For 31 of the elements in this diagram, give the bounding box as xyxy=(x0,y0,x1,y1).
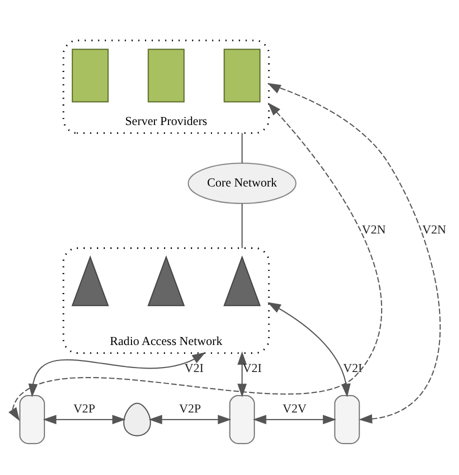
connector xyxy=(242,133,243,164)
node-ellipse: Core Network xyxy=(188,162,296,204)
cluster: Server Providers xyxy=(62,40,270,134)
edge-label: V2P xyxy=(73,402,96,416)
node-box xyxy=(19,394,45,444)
arrow xyxy=(267,82,441,424)
arrow xyxy=(252,414,336,424)
arrow xyxy=(28,352,206,398)
arrow xyxy=(267,302,351,398)
arrow xyxy=(42,414,126,424)
edge-label: V2I xyxy=(184,360,204,375)
node-box xyxy=(224,48,261,102)
edge-label: V2P xyxy=(179,402,201,416)
arrow xyxy=(8,102,382,421)
edge-label: V2I xyxy=(242,360,262,375)
picture xyxy=(147,255,185,306)
node-box xyxy=(148,48,185,102)
arrow xyxy=(148,414,232,424)
picture xyxy=(72,255,109,306)
edge-label: V2V xyxy=(282,402,306,416)
cluster: Radio Access Network xyxy=(62,247,270,354)
node-person xyxy=(123,402,151,436)
node-box xyxy=(334,394,360,444)
edge-label: V2N xyxy=(362,222,386,236)
edge-label: V2N xyxy=(422,222,446,236)
node-box xyxy=(72,48,109,102)
connector xyxy=(242,204,243,248)
edge-label: V2I xyxy=(343,360,362,375)
node-box xyxy=(229,394,255,444)
arrow xyxy=(237,351,247,398)
picture xyxy=(223,255,261,306)
